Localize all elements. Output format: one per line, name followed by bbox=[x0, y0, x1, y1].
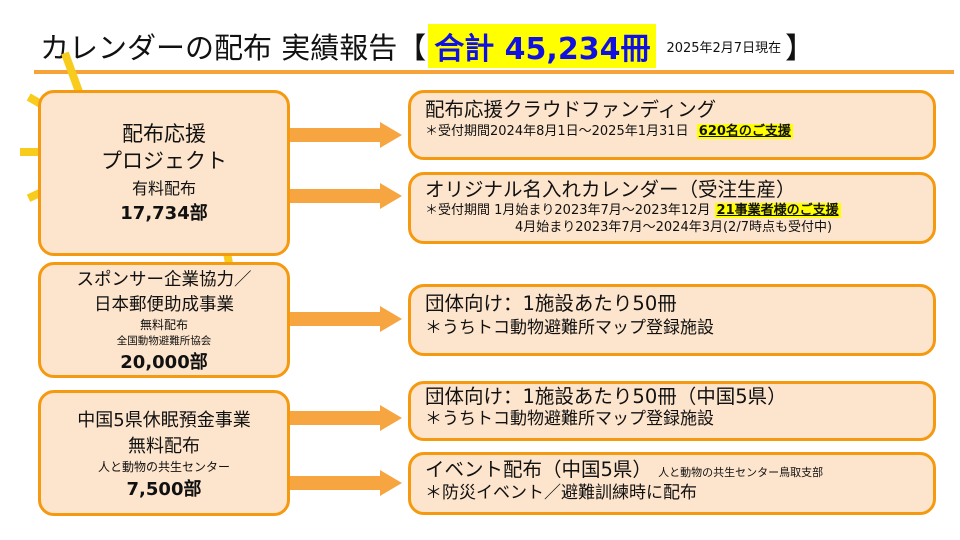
source-count: 7,500部 bbox=[126, 478, 202, 500]
title-bracket: 】 bbox=[785, 31, 815, 65]
source-type: 無料配布 bbox=[139, 318, 188, 332]
arrow-3 bbox=[290, 306, 402, 332]
destination-event: イベント配布（中国5県） 人と動物の共生センター鳥取支部 ＊防災イベント／避難訓… bbox=[408, 452, 936, 515]
destination-title: オリジナル名入れカレンダー（受注生産） bbox=[425, 178, 796, 201]
source-title: 中国5県休眠預金事業 bbox=[77, 409, 251, 431]
source-type: 有料配布 bbox=[131, 179, 196, 199]
arrow-1 bbox=[290, 122, 402, 148]
source-org: 人と動物の共生センター bbox=[97, 459, 230, 474]
destination-crowdfunding: 配布応援クラウドファンディング ＊受付期間2024年8月1日～2025年1月31… bbox=[408, 90, 936, 160]
destination-title: イベント配布（中国5県） bbox=[425, 458, 652, 481]
destination-custom-calendar: オリジナル名入れカレンダー（受注生産） ＊受付期間 1月始まり2023年7月～2… bbox=[408, 172, 936, 244]
source-count: 17,734部 bbox=[120, 203, 208, 225]
arrow-5 bbox=[290, 470, 402, 496]
destination-detail: ＊うちトコ動物避難所マップ登録施設 bbox=[425, 318, 714, 339]
destination-note: 人と動物の共生センター鳥取支部 bbox=[658, 466, 824, 479]
destination-detail: ＊うちトコ動物避難所マップ登録施設 bbox=[425, 409, 714, 430]
source-title: プロジェクト bbox=[101, 149, 227, 173]
title-text: カレンダーの配布 実績報告【 bbox=[40, 31, 427, 65]
source-title: 配布応援 bbox=[122, 121, 206, 146]
destination-group-chugoku: 団体向け：1施設あたり50冊（中国5県） ＊うちトコ動物避難所マップ登録施設 bbox=[408, 381, 936, 441]
source-box-crowdfunding-project: 配布応援 プロジェクト 有料配布 17,734部 bbox=[38, 90, 290, 256]
destination-title: 団体向け：1施設あたり50冊 bbox=[425, 292, 677, 315]
as-of-date: 2025年2月7日現在 bbox=[666, 40, 782, 56]
supporter-count-highlight: 620名のご支援 bbox=[696, 124, 793, 140]
destination-detail: ＊受付期間2024年8月1日～2025年1月31日 bbox=[425, 124, 689, 140]
arrow-4 bbox=[290, 405, 402, 431]
title-divider bbox=[34, 70, 954, 74]
source-title: スポンサー企業協力／ bbox=[76, 270, 252, 290]
destination-title: 団体向け：1施設あたり50冊（中国5県） bbox=[425, 385, 787, 408]
arrow-2 bbox=[290, 183, 402, 209]
page-title: カレンダーの配布 実績報告【 合計 45,234冊 2025年2月7日現在 】 bbox=[40, 24, 814, 68]
source-box-dormant-deposit: 中国5県休眠預金事業 無料配布 人と動物の共生センター 7,500部 bbox=[38, 390, 290, 516]
source-title: 日本郵便助成事業 bbox=[94, 295, 234, 315]
destination-detail: ＊防災イベント／避難訓練時に配布 bbox=[425, 483, 697, 504]
source-box-sponsor: スポンサー企業協力／ 日本郵便助成事業 無料配布 全国動物避難所協会 20,00… bbox=[38, 262, 290, 378]
destination-detail: ＊受付期間 1月始まり2023年7月～2023年12月 bbox=[425, 203, 711, 219]
source-org: 全国動物避難所協会 bbox=[116, 335, 212, 347]
destination-title: 配布応援クラウドファンディング bbox=[425, 98, 717, 121]
destination-detail-2: 4月始まり2023年7月～2024年3月(2/7時点も受付中) bbox=[515, 220, 833, 236]
total-count: 合計 45,234冊 bbox=[428, 24, 657, 68]
source-title: 無料配布 bbox=[128, 435, 200, 457]
destination-group-shelters: 団体向け：1施設あたり50冊 ＊うちトコ動物避難所マップ登録施設 bbox=[408, 284, 936, 356]
business-count-highlight: 21事業者様のご支援 bbox=[714, 203, 841, 219]
source-count: 20,000部 bbox=[120, 352, 208, 373]
